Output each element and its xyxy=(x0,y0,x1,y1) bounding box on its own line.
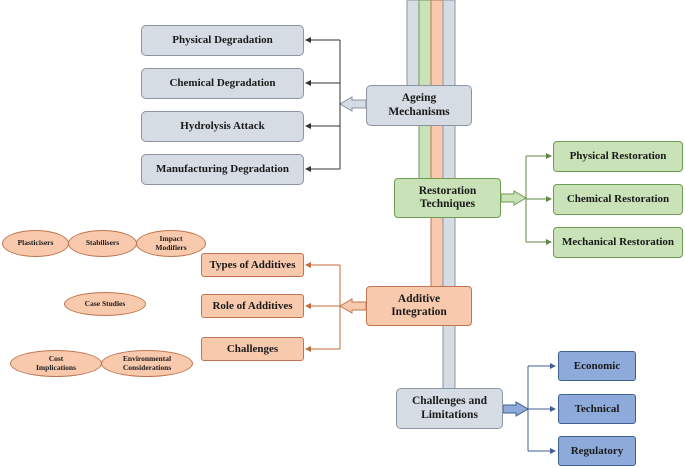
challenge-item-technical: Technical xyxy=(558,394,636,424)
challenge-item-economic: Economic xyxy=(558,351,636,381)
additive-item-role: Role of Additives xyxy=(201,294,304,318)
oval-plasticisers: Plasticisers xyxy=(2,230,69,257)
trunk-strip-orange xyxy=(430,0,444,301)
ageing-block-arrow xyxy=(339,96,367,112)
additive-block-arrow xyxy=(339,298,367,314)
ageing-item-physical-degradation: Physical Degradation xyxy=(141,25,304,56)
restoration-block-arrow xyxy=(500,190,527,206)
hub-ageing-mechanisms: Ageing Mechanisms xyxy=(366,85,472,126)
challenge-item-regulatory: Regulatory xyxy=(558,436,636,466)
oval-impact-modifiers: Impact Modifiers xyxy=(136,230,206,257)
ageing-item-hydrolysis-attack: Hydrolysis Attack xyxy=(141,111,304,142)
restoration-item-chemical: Chemical Restoration xyxy=(553,184,683,215)
hub-additive-integration: Additive Integration xyxy=(366,286,472,326)
restoration-item-physical: Physical Restoration xyxy=(553,141,683,172)
oval-environmental-considerations: Environmental Considerations xyxy=(101,350,193,377)
hub-challenges-limitations: Challenges and Limitations xyxy=(396,388,503,429)
ageing-item-manufacturing-degradation: Manufacturing Degradation xyxy=(141,154,304,185)
restoration-item-mechanical: Mechanical Restoration xyxy=(553,227,683,258)
oval-cost-implications: Cost Implications xyxy=(10,350,102,377)
ageing-item-chemical-degradation: Chemical Degradation xyxy=(141,68,304,99)
challenges-block-arrow xyxy=(502,401,529,417)
oval-case-studies: Case Studies xyxy=(64,292,146,316)
oval-stabilisers: Stabilisers xyxy=(68,230,137,257)
hub-restoration-techniques: Restoration Techniques xyxy=(394,178,501,218)
additive-item-types: Types of Additives xyxy=(201,253,304,277)
additive-item-challenges: Challenges xyxy=(201,337,304,361)
